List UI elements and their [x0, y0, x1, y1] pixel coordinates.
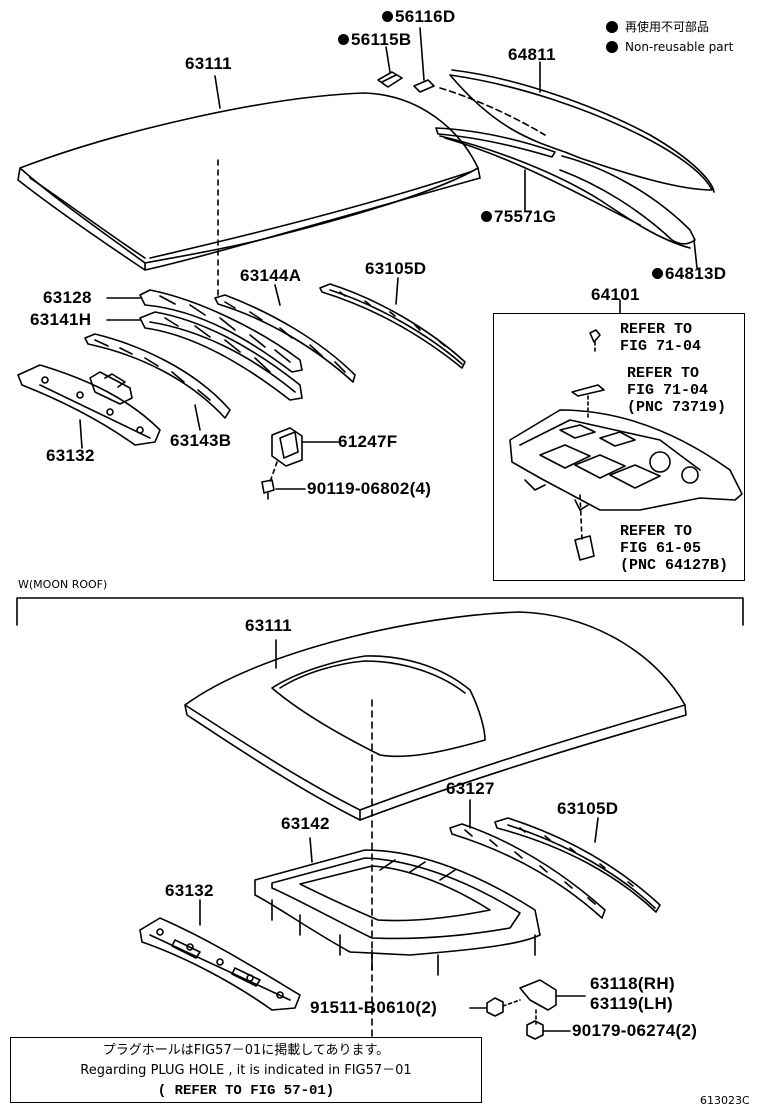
part-label-56115b[interactable]: 56115B [338, 31, 411, 49]
bolt-90119-drawing [261, 479, 275, 500]
part-label-63111[interactable]: 63111 [185, 54, 232, 73]
part-label-61247f[interactable]: 61247F [338, 432, 398, 451]
moon-part-label-63119[interactable]: 63119(LH) [590, 994, 674, 1013]
clip-56115b-drawing [377, 71, 403, 88]
diagram-code: 613023C [700, 1094, 750, 1107]
part-label-63143b[interactable]: 63143B [170, 431, 232, 450]
roof-bow-63141h-drawing [139, 311, 303, 401]
legend-row-jp: 再使用不可部品 [606, 17, 733, 37]
non-reusable-dot-icon [338, 34, 349, 45]
non-reusable-dot-icon [606, 21, 618, 33]
part-label-56116d[interactable]: 56116D [382, 8, 455, 26]
refer-fig-71-04-a[interactable]: REFER TO FIG 71-04 [620, 321, 702, 355]
moonroof-panel-drawing [184, 611, 687, 821]
panel-63132-drawing [17, 364, 161, 446]
note-line-refer[interactable]: ( REFER TO FIG 57-01) [157, 1083, 335, 1099]
panel-63132-moon-drawing [139, 917, 301, 1011]
non-reusable-dot-icon [382, 11, 393, 22]
roof-bow-63144a-drawing [214, 294, 356, 383]
package-tray-64101-drawing [509, 409, 743, 511]
refer-fig-61-05[interactable]: REFER TO FIG 61-05 (PNC 64127B) [620, 523, 729, 574]
non-reusable-dot-icon [606, 41, 618, 53]
nut-91511-drawing [486, 997, 504, 1017]
part-label-90119[interactable]: 90119-06802(4) [307, 479, 432, 498]
molding-75571g-drawing [435, 127, 696, 249]
retainer-63105d-moon-drawing [494, 817, 661, 913]
refer-fig-71-04-b[interactable]: REFER TO FIG 71-04 (PNC 73719) [627, 365, 727, 416]
part-label-63141h[interactable]: 63141H [30, 310, 92, 329]
part-label-63105d[interactable]: 63105D [365, 259, 427, 278]
roof-panel-drawing [17, 92, 481, 271]
moon-part-label-63132[interactable]: 63132 [165, 881, 214, 900]
part-label-75571g[interactable]: 75571G [481, 208, 556, 226]
non-reusable-dot-icon [481, 211, 492, 222]
nut-90179-drawing [526, 1020, 544, 1040]
back-glass-drawing [439, 69, 715, 193]
retainer-63105d-drawing [319, 283, 466, 369]
bracket-63118-drawing [519, 979, 557, 1011]
moon-part-label-63142[interactable]: 63142 [281, 814, 330, 833]
part-label-63144a[interactable]: 63144A [240, 266, 302, 285]
moon-part-label-63118[interactable]: 63118(RH) [590, 974, 675, 993]
legend-english: Non-reusable part [625, 40, 734, 54]
roof-bow-63143b-drawing [84, 333, 231, 419]
legend-row-en: Non-reusable part [606, 37, 733, 57]
moon-part-label-63127[interactable]: 63127 [446, 779, 495, 798]
part-label-64813d[interactable]: 64813D [652, 265, 726, 283]
moon-part-label-90179[interactable]: 90179-06274(2) [572, 1021, 698, 1040]
bracket-61247f-drawing [271, 427, 303, 467]
roof-bow-63128-drawing [139, 289, 303, 373]
note-line-japanese: プラグホールはFIG57－01に掲載してあります。 [102, 1043, 390, 1058]
legend: 再使用不可部品 Non-reusable part [606, 17, 733, 57]
moon-part-label-63111[interactable]: 63111 [245, 616, 292, 635]
plug-hole-note: プラグホールはFIG57－01に掲載してあります。 Regarding PLUG… [10, 1037, 482, 1103]
clip-56116d-drawing [413, 79, 435, 93]
sunroof-housing-63142-drawing [254, 849, 541, 976]
moon-part-label-91511[interactable]: 91511-B0610(2) [310, 998, 438, 1017]
part-label-64101[interactable]: 64101 [591, 285, 640, 304]
part-label-63128[interactable]: 63128 [43, 288, 92, 307]
section-label-moon-roof: W(MOON ROOF) [18, 578, 108, 591]
legend-japanese: 再使用不可部品 [625, 20, 710, 34]
part-label-63132[interactable]: 63132 [46, 446, 95, 465]
moon-part-label-63105d[interactable]: 63105D [557, 799, 619, 818]
refer-box [493, 313, 745, 581]
part-label-64811[interactable]: 64811 [508, 45, 556, 64]
retainer-63127-drawing [449, 823, 606, 919]
non-reusable-dot-icon [652, 268, 663, 279]
note-line-english: Regarding PLUG HOLE , it is indicated in… [80, 1063, 412, 1078]
